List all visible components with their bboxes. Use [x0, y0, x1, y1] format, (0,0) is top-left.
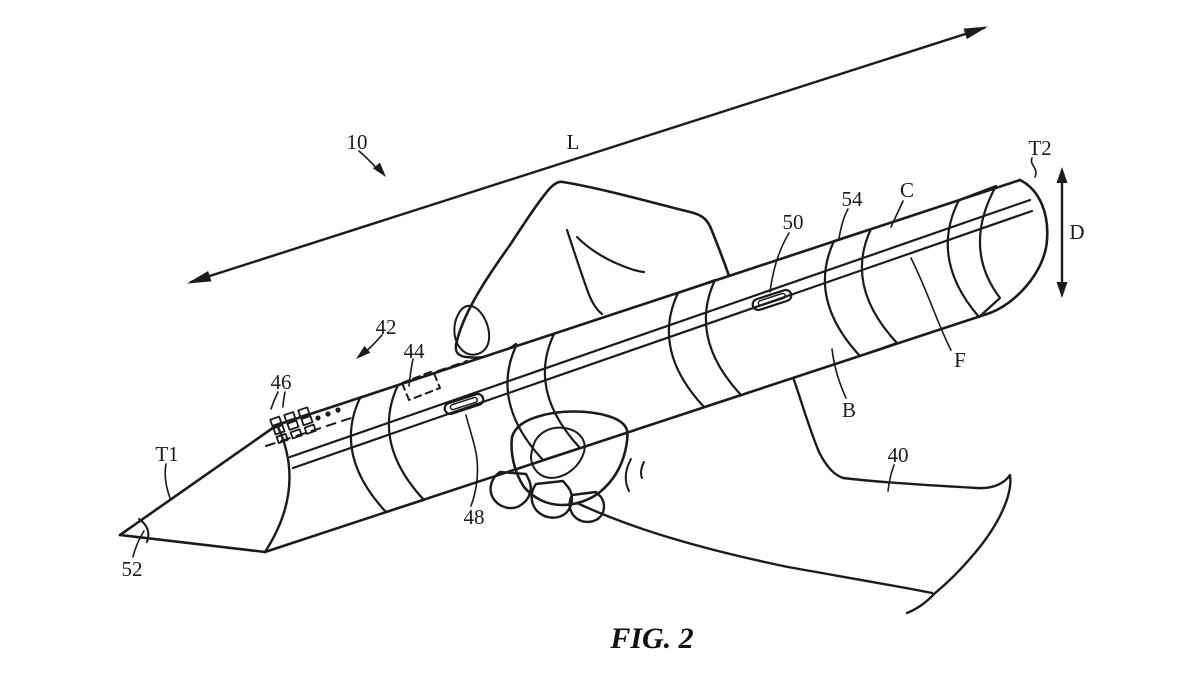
ref-label-46: 46: [271, 370, 292, 394]
ref-label-T1: T1: [155, 442, 178, 466]
ref-label-40: 40: [888, 443, 909, 467]
hand-front-of-pen: [489, 410, 645, 524]
arrowhead-10: [372, 162, 386, 177]
dot: [335, 407, 341, 413]
leader-C: [890, 200, 904, 228]
dashed-sensor-line: [265, 416, 355, 447]
button-50-outer: [751, 288, 793, 312]
tip-cone-top-edge: [118, 423, 279, 537]
barrel-bottom-edge: [263, 312, 989, 554]
contact-cell: [303, 423, 317, 435]
dot: [315, 415, 321, 421]
hand-edge-below-pen: [791, 375, 845, 480]
ref-label-52: 52: [122, 557, 143, 581]
ref-label-D: D: [1069, 220, 1084, 244]
leader-T1: [164, 463, 171, 499]
thumb-crease-2: [639, 461, 645, 479]
ref-label-54: 54: [842, 187, 864, 211]
leader-B: [831, 348, 847, 399]
arrowhead-42: [356, 345, 371, 359]
leader-46b: [282, 391, 286, 408]
length-arrowhead-right: [963, 26, 988, 39]
end-cap-arc: [985, 178, 1049, 316]
leader-52: [132, 530, 145, 558]
back-of-hand-and-wrist: [841, 473, 1012, 615]
ref-label-F: F: [954, 348, 966, 372]
leader-50: [769, 232, 790, 293]
button-50-inner: [757, 292, 787, 307]
ref-label-42: 42: [376, 315, 397, 339]
contact-cell: [275, 432, 289, 444]
face-edge-upper: [288, 198, 1032, 459]
ref-label-B: B: [842, 398, 856, 422]
finger-web-crease: [575, 235, 646, 274]
contact-cell: [269, 415, 283, 427]
dashed-region-44: [401, 370, 441, 401]
flat-face-details: [265, 360, 468, 447]
length-arrow-line: [189, 26, 986, 284]
leader-48: [465, 414, 479, 507]
diameter-arrowhead-bottom: [1056, 282, 1068, 298]
contact-cell: [283, 411, 297, 423]
leader-lines: [132, 150, 1037, 558]
dimension-arrows: [187, 26, 1068, 298]
ref-label-C: C: [900, 178, 914, 202]
stylus-outline: [118, 178, 1049, 554]
index-fingernail: [453, 304, 491, 356]
index-finger-outline: [454, 180, 731, 347]
ref-label-50: 50: [783, 210, 804, 234]
ref-label-44: 44: [404, 339, 426, 363]
contact-cell: [272, 424, 286, 436]
leader-T2: [1030, 157, 1037, 178]
leader-54: [838, 208, 849, 239]
ref-label-10: 10: [347, 130, 368, 154]
ref-label-48: 48: [464, 505, 485, 529]
figure-caption: FIG. 2: [609, 622, 693, 655]
thumb: [510, 410, 629, 507]
leader-40: [887, 464, 895, 492]
tip-seam-arc: [138, 518, 150, 543]
reference-labels: 10 L T2 D C 54 50 F B 42 44 46 48 40 T1 …: [122, 130, 1085, 581]
contact-cell: [300, 415, 314, 427]
stylus: [118, 178, 1049, 554]
indicator-dots: [315, 407, 341, 421]
leader-F: [910, 257, 952, 351]
contact-grid-46: [269, 406, 317, 444]
cone-base-arc: [263, 423, 291, 554]
curled-finger-3: [568, 490, 606, 524]
curled-finger-1: [489, 470, 532, 510]
contact-cell: [289, 428, 303, 440]
dot: [325, 411, 331, 417]
contact-cell: [286, 419, 300, 431]
leader-46a: [270, 391, 279, 410]
button-50: [751, 288, 793, 312]
dashed-sensor-line-2: [437, 360, 468, 372]
hand-bottom-edge: [575, 501, 934, 595]
barrel-top-edge: [275, 178, 1022, 427]
button-48: [443, 392, 485, 416]
index-finger-inner-edge: [565, 228, 604, 316]
ref-label-L: L: [567, 130, 580, 154]
tip-cone-bottom-edge: [118, 533, 267, 554]
diameter-arrowhead-top: [1056, 167, 1068, 183]
leader-44: [408, 358, 414, 387]
face-edge-lower: [291, 209, 1034, 470]
button-48-outer: [443, 392, 485, 416]
contact-cell: [297, 406, 311, 418]
thumbnail: [530, 426, 586, 479]
length-arrowhead-left: [187, 271, 212, 284]
thumb-crease-1: [624, 458, 632, 492]
button-48-inner: [449, 396, 479, 411]
ref-label-T2: T2: [1028, 136, 1051, 160]
